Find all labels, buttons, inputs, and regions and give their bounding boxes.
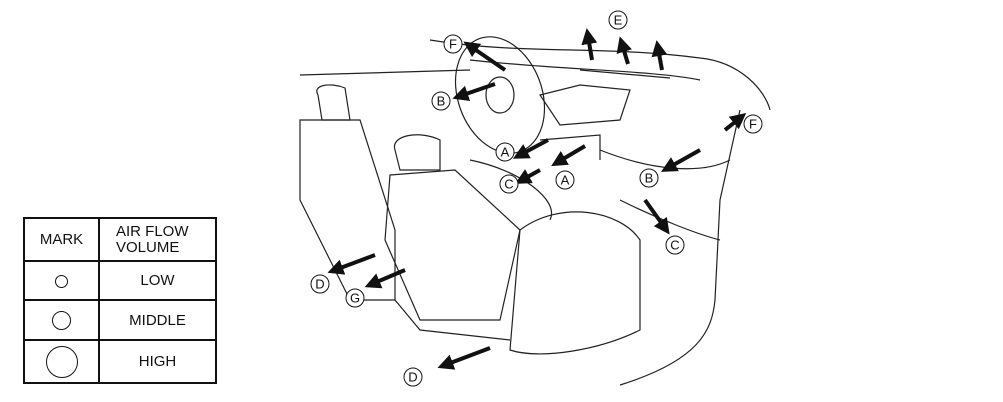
label-f-passenger: F	[743, 114, 763, 134]
volume-middle: MIDDLE	[98, 299, 217, 341]
svg-text:G: G	[350, 291, 360, 306]
svg-text:B: B	[645, 171, 654, 186]
svg-text:A: A	[561, 173, 570, 188]
medium-circle-icon	[52, 310, 71, 330]
outlet-labels: F E B A A C B F C D G D	[310, 10, 763, 387]
svg-text:B: B	[437, 94, 446, 109]
svg-text:D: D	[408, 370, 417, 385]
small-circle-icon	[55, 274, 68, 288]
volume-low: LOW	[98, 260, 217, 301]
svg-text:F: F	[449, 37, 457, 52]
airflow-arrows	[327, 28, 747, 370]
label-b-driver: B	[431, 91, 451, 111]
header-mark: MARK	[23, 217, 100, 262]
header-line2: VOLUME	[116, 238, 180, 256]
label-g: G	[345, 288, 365, 308]
arrow-f-driver	[463, 41, 507, 72]
volume-high: HIGH	[98, 339, 217, 384]
car-outline	[299, 36, 771, 386]
header-line1: AIR FLOW	[116, 222, 189, 240]
svg-text:A: A	[501, 145, 510, 160]
mark-high	[23, 339, 100, 384]
mark-middle	[23, 299, 100, 341]
label-d-rear: D	[310, 274, 330, 294]
label-c-center: C	[499, 174, 519, 194]
svg-text:F: F	[749, 117, 757, 132]
label-b-passenger: B	[639, 168, 659, 188]
svg-text:E: E	[614, 13, 623, 28]
label-a-2: A	[555, 170, 575, 190]
label-f-driver: F	[443, 34, 463, 54]
svg-text:D: D	[315, 277, 324, 292]
svg-text:C: C	[504, 177, 513, 192]
label-c-passenger: C	[665, 235, 685, 255]
label-a-1: A	[495, 142, 515, 162]
svg-text:C: C	[670, 238, 679, 253]
large-circle-icon	[45, 345, 78, 378]
label-d-front: D	[403, 367, 423, 387]
mark-low	[23, 260, 100, 301]
label-e: E	[608, 10, 628, 30]
